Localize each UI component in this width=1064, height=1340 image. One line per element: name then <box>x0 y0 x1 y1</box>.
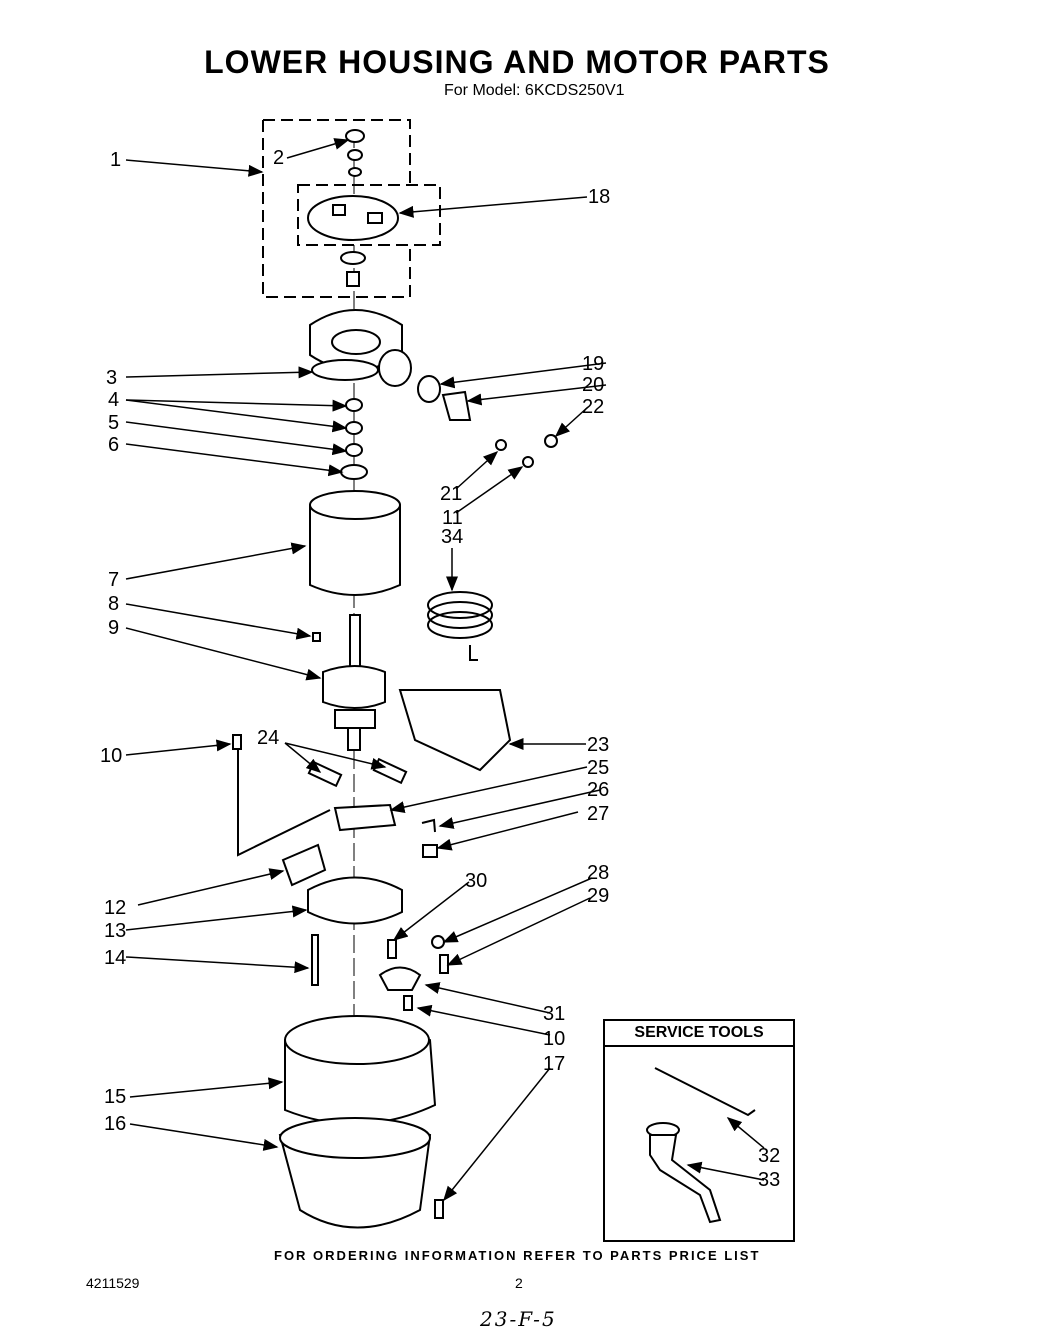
flange-part-20 <box>441 390 472 421</box>
callout-18: 18 <box>588 186 610 208</box>
callout-26: 26 <box>587 779 609 801</box>
callout-14: 14 <box>104 947 126 969</box>
parts-drawing <box>232 129 558 1229</box>
callout-3: 3 <box>106 367 117 389</box>
callout-12: 12 <box>104 897 126 919</box>
nut-part-2 <box>345 129 365 143</box>
callout-6: 6 <box>108 434 119 456</box>
spring-part-24 <box>307 760 343 788</box>
terminal-block-part-23 <box>398 689 512 772</box>
callout-1: 1 <box>110 149 121 171</box>
capacitor-part-12 <box>281 843 327 887</box>
flywheel-plate-part-18 <box>307 195 399 241</box>
end-bell-part-13 <box>307 876 403 925</box>
flywheel-assembly-box <box>262 119 441 298</box>
callout-15: 15 <box>104 1086 126 1108</box>
callout-4: 4 <box>108 389 119 411</box>
service-tools-box: SERVICE TOOLS <box>603 1019 795 1242</box>
page-title: LOWER HOUSING AND MOTOR PARTS <box>204 44 830 80</box>
callout-16: 16 <box>104 1113 126 1135</box>
callout-11: 11 <box>442 507 463 529</box>
callout-9: 9 <box>108 617 119 639</box>
callout-32: 32 <box>758 1145 780 1167</box>
callout-23: 23 <box>587 734 609 756</box>
callout-22: 22 <box>582 396 604 418</box>
callout-31: 31 <box>543 1003 565 1025</box>
callout-labels: 1 2 3 4 5 6 7 8 9 10 10 11 12 13 14 15 1… <box>100 147 780 1191</box>
callout-5: 5 <box>108 412 119 434</box>
callout-17: 17 <box>543 1053 565 1075</box>
model-subtitle: For Model: 6KCDS250V1 <box>444 82 625 99</box>
callout-20: 20 <box>582 374 604 396</box>
callout-10b: 10 <box>543 1028 565 1050</box>
callout-30: 30 <box>465 870 487 892</box>
callout-8: 8 <box>108 593 119 615</box>
rotor-shaft-part-9 <box>349 614 361 671</box>
callout-13: 13 <box>104 920 126 942</box>
callout-27: 27 <box>587 803 609 825</box>
callout-10a: 10 <box>100 745 122 767</box>
callout-24: 24 <box>257 727 279 749</box>
wrench-tool-part-32 <box>654 1067 756 1117</box>
callout-29: 29 <box>587 885 609 907</box>
handwritten-note: 23-F-5 <box>480 1307 557 1331</box>
power-cord-part-34 <box>427 591 493 619</box>
gasket-part-19 <box>417 375 441 403</box>
ordering-footer: FOR ORDERING INFORMATION REFER TO PARTS … <box>274 1248 761 1263</box>
callout-2: 2 <box>273 147 284 169</box>
callout-19: 19 <box>582 353 604 375</box>
callout-34: 34 <box>441 526 463 548</box>
service-tools-title: SERVICE TOOLS <box>605 1021 793 1047</box>
callout-28: 28 <box>587 862 609 884</box>
callout-21: 21 <box>440 483 462 505</box>
clamp-part-31 <box>378 966 422 991</box>
leader-lines <box>125 138 765 1202</box>
callout-33: 33 <box>758 1169 780 1191</box>
service-tools-drawing <box>646 1067 756 1224</box>
callout-7: 7 <box>108 569 119 591</box>
document-number: 4211529 <box>86 1275 140 1291</box>
page-number: 2 <box>515 1275 523 1291</box>
plate-part-26 <box>333 803 397 832</box>
callout-25: 25 <box>587 757 609 779</box>
